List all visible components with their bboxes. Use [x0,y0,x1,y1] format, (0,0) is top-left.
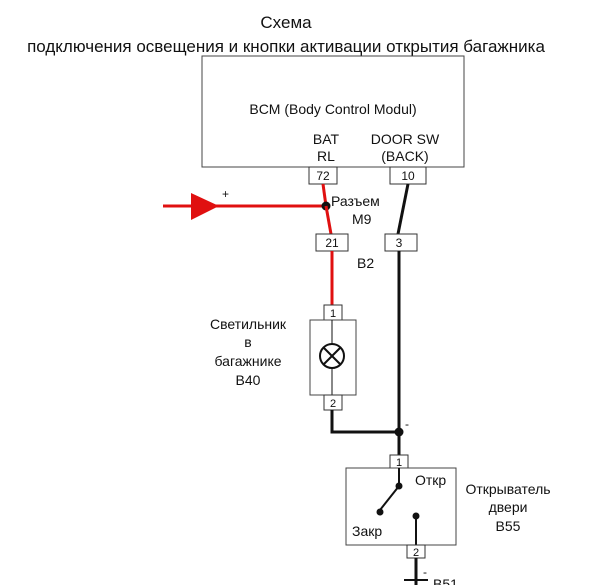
bcm-pin-10-label: 10 [401,169,415,183]
lamp-label-line2: в [244,334,251,350]
black-wire-lamp-return [330,410,399,434]
b2-label: B2 [357,255,374,271]
switch-pin-2-label: 2 [413,547,419,559]
m9-pin-21-label: 21 [325,236,339,250]
bcm-label: BCM (Body Control Modul) [249,101,416,117]
bcm-bat-label: BAT [313,131,340,147]
connector-m9-label-line2: M9 [352,211,372,227]
lamp-label-line4: B40 [236,372,261,388]
switch-name-line2: двери [489,499,528,515]
bcm-box [201,55,465,168]
switch-open-label: Откр [415,472,446,488]
bcm-rl-label: RL [317,148,335,164]
switch-box [345,467,457,546]
lamp-label-line1: Светильник [210,316,287,332]
m9-pin-3 [384,233,418,252]
switch-pin-1-label: 1 [396,457,402,469]
diagram-title-line2: подключения освещения и кнопки активации… [27,37,545,56]
lamp-pin-2-label: 2 [330,398,336,410]
connector-m9-label-line1: Разъем [331,193,380,209]
lamp-pin-1-label: 1 [330,308,336,320]
switch-name-line3: B55 [496,518,521,534]
junction-dot-ground [394,427,404,437]
diagram-title-line1: Схема [260,13,312,32]
ground-minus-sign: - [423,565,427,579]
junction-minus-sign: - [405,417,409,431]
switch-closed-label: Закр [352,523,382,539]
power-plus-sign: + [222,187,229,201]
black-wire-bcm [396,183,410,235]
lamp-bulb-cross-b [323,347,341,365]
bcm-back-label: (BACK) [381,148,428,164]
power-arrow-icon [191,193,219,220]
red-wire-to-connector [324,205,333,235]
bcm-door-sw-label: DOOR SW [371,131,440,147]
switch-contact-closed [376,508,384,516]
bcm-pin-72-label: 72 [316,169,330,183]
m9-pin-3-label: 3 [396,236,403,250]
ground-label: B51 [433,576,458,585]
switch-lever [379,485,400,511]
switch-name-line1: Открыватель [465,481,550,497]
lamp-label-line3: багажнике [214,353,281,369]
